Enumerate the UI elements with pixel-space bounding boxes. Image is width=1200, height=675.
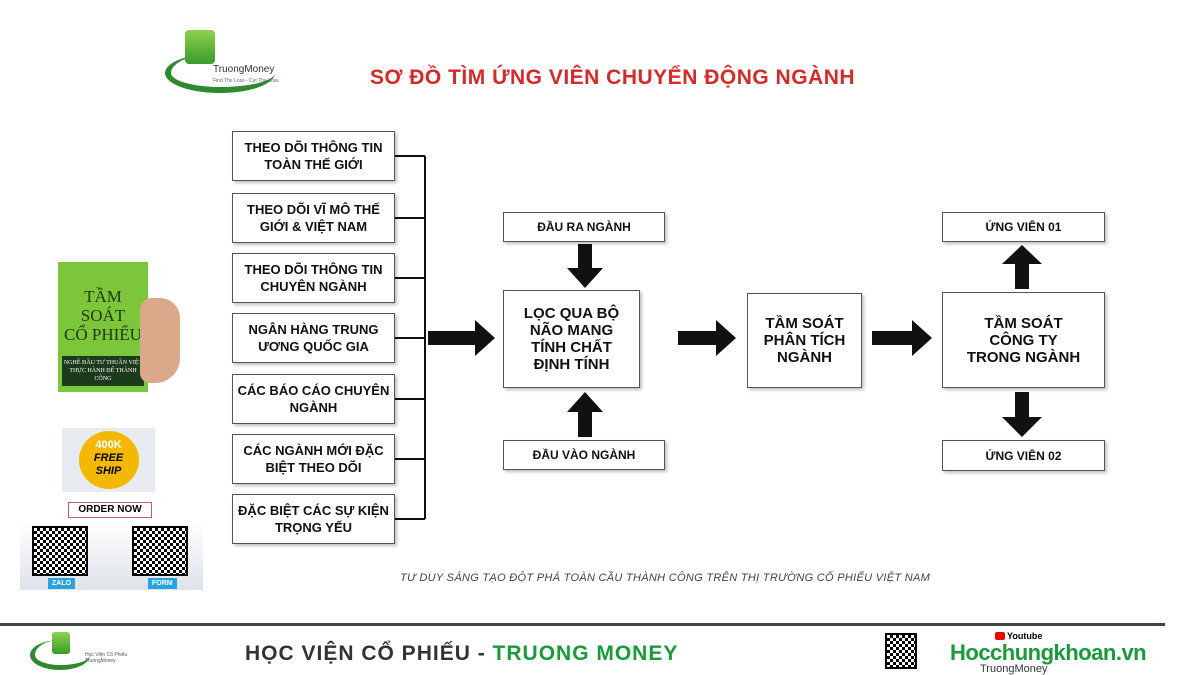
footer-logo: Học Viện Cổ Phiếu TruongMoney xyxy=(30,630,130,672)
zalo-qr[interactable] xyxy=(32,526,88,576)
form-qr[interactable] xyxy=(132,526,188,576)
website-link[interactable]: Hocchungkhoan.vn xyxy=(950,640,1147,665)
input-box: ĐẦU VÀO NGÀNH xyxy=(503,440,665,470)
truongmoney-logo: TruongMoney Find The Loss - Cut The Loss xyxy=(165,28,280,98)
qr-panel: ZALO FORM xyxy=(20,522,203,590)
book-image: TẦM SOÁT CỔ PHIẾU NGHỀ ĐẦU TƯ THUẦN VIỆT… xyxy=(58,262,148,392)
arrow-down-icon xyxy=(1002,392,1042,437)
arrow-right-icon xyxy=(872,320,932,356)
source-box: THEO DÕI THÔNG TIN CHUYÊN NGÀNH xyxy=(232,253,395,303)
hand xyxy=(140,298,180,383)
arrow-right-icon xyxy=(428,320,495,356)
source-box: NGÂN HÀNG TRUNG ƯƠNG QUỐC GIA xyxy=(232,313,395,363)
source-box: THEO DÕI THÔNG TIN TOÀN THẾ GIỚI xyxy=(232,131,395,181)
tagline: TƯ DUY SÁNG TẠO ĐỘT PHÁ TOÀN CẦU THÀNH C… xyxy=(400,572,931,584)
youtube-icon xyxy=(995,632,1005,640)
order-now-button[interactable]: ORDER NOW xyxy=(68,502,152,518)
free-ship-badge: 400K FREE SHIP xyxy=(62,428,155,492)
footer-title: HỌC VIỆN CỔ PHIẾU - TRUONG MONEY xyxy=(245,642,679,665)
arrow-down-icon xyxy=(567,244,603,288)
source-box: CÁC NGÀNH MỚI ĐẶC BIỆT THEO DÕI xyxy=(232,434,395,484)
industry-analysis-box: TẦM SOÁT PHÂN TÍCH NGÀNH xyxy=(747,293,862,388)
footer-divider xyxy=(0,623,1165,626)
arrow-up-icon xyxy=(567,392,603,437)
candidate-01-box: ỨNG VIÊN 01 xyxy=(942,212,1105,242)
source-box: ĐẶC BIỆT CÁC SỰ KIỆN TRỌNG YẾU xyxy=(232,494,395,544)
filter-box: LỌC QUA BỘ NÃO MANG TÍNH CHẤT ĐỊNH TÍNH xyxy=(503,290,640,388)
output-box: ĐẦU RA NGÀNH xyxy=(503,212,665,242)
candidate-02-box: ỨNG VIÊN 02 xyxy=(942,440,1105,471)
arrow-right-icon xyxy=(678,320,736,356)
footer-qr[interactable] xyxy=(885,633,917,669)
company-screening-box: TẦM SOÁT CÔNG TY TRONG NGÀNH xyxy=(942,292,1105,388)
source-box: THEO DÕI VĨ MÔ THẾ GIỚI & VIỆT NAM xyxy=(232,193,395,243)
source-box: CÁC BÁO CÁO CHUYÊN NGÀNH xyxy=(232,374,395,424)
page-title: SƠ ĐỒ TÌM ỨNG VIÊN CHUYỂN ĐỘNG NGÀNH xyxy=(370,66,856,89)
arrow-up-icon xyxy=(1002,245,1042,289)
